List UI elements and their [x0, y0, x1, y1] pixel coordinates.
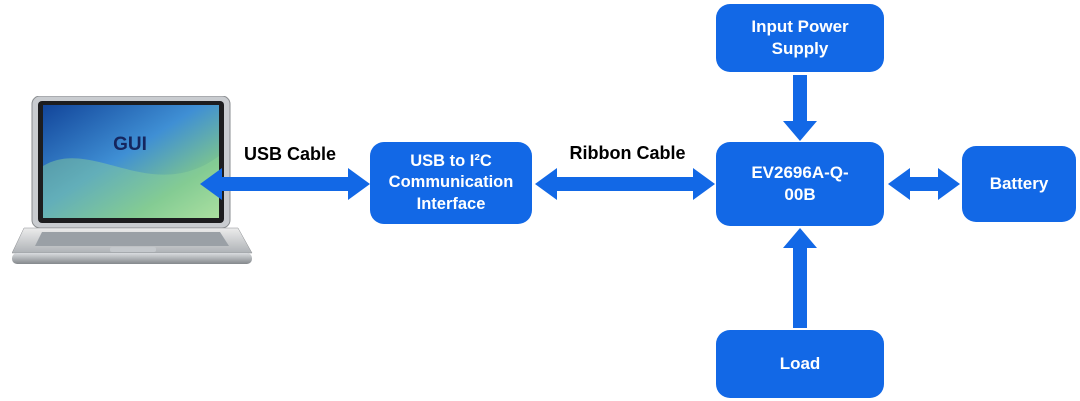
arrow-usb-interface-to-ev-board [535, 168, 715, 200]
ev-board-line-1: EV2696A-Q- [751, 162, 849, 182]
usb-interface-line-1: USB to I²C [410, 151, 492, 170]
arrow-shaft [555, 177, 695, 191]
arrow-head-right-icon [348, 168, 370, 200]
input-power-line-2: Supply [771, 39, 829, 58]
arrow-head-left-icon [888, 168, 910, 200]
arrow-shaft [793, 246, 807, 328]
arrow-head-down-icon [783, 121, 817, 141]
arrow-head-right-icon [938, 168, 960, 200]
usb-cable-label: USB Cable [243, 144, 337, 164]
arrow-head-left-icon [200, 168, 222, 200]
gui-label: GUI [113, 134, 147, 155]
battery-box: Battery [962, 146, 1076, 222]
input-power-line-1: Input Power [751, 16, 849, 36]
arrow-head-left-icon [535, 168, 557, 200]
arrow-input-power-to-ev-board [783, 75, 817, 141]
laptop-image: GUI [11, 95, 254, 270]
arrow-head-right-icon [693, 168, 715, 200]
ev-board-line-2: 00B [784, 185, 816, 204]
arrow-shaft [908, 177, 940, 191]
usb-interface-line-2: Communication [388, 173, 514, 192]
arrow-head-up-icon [783, 228, 817, 248]
laptop-icon [11, 95, 253, 264]
arrow-shaft [220, 177, 350, 191]
arrow-load-to-ev-board [783, 228, 817, 328]
ribbon-cable-label: Ribbon Cable [569, 143, 686, 163]
ev-board-box: EV2696A-Q- 00B [716, 142, 884, 226]
arrow-ev-board-to-battery [888, 168, 960, 200]
battery-label: Battery [989, 173, 1049, 193]
input-power-supply-box: Input Power Supply [716, 4, 884, 72]
load-label: Load [779, 353, 821, 373]
load-box: Load [716, 330, 884, 398]
usb-interface-box: USB to I²C Communication Interface [370, 142, 532, 224]
arrow-shaft [793, 75, 807, 123]
usb-interface-line-3: Interface [416, 194, 486, 213]
arrow-laptop-to-usb-interface [200, 168, 370, 200]
